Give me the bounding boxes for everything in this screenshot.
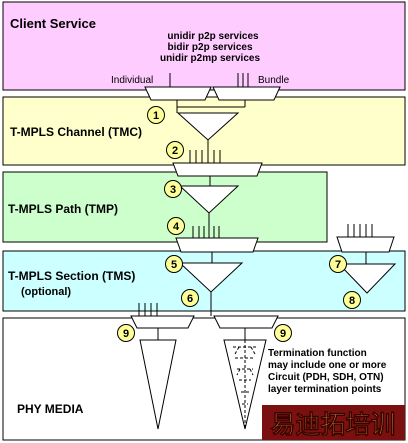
marker-7: 7 [329, 255, 347, 273]
svg-text:2: 2 [172, 145, 178, 157]
svg-text:3: 3 [170, 184, 176, 196]
tmc-tmp-adaptation [172, 150, 263, 186]
client-service-layer [2, 1, 406, 91]
termination-note-line-4: layer termination points [268, 384, 382, 395]
bundle-label: Bundle [258, 75, 290, 86]
termination-note-line-3: Circuit (PDH, SDH, OTN) [268, 372, 384, 383]
marker-8: 8 [343, 291, 361, 309]
marker-4: 4 [167, 217, 185, 235]
tmc-termination [176, 112, 240, 163]
service-unidir-p2mp: unidir p2mp services [160, 53, 260, 64]
tms-termination [178, 262, 244, 316]
termination-note-line-2: may include one or more [268, 360, 387, 371]
marker-9-right: 9 [274, 324, 292, 342]
marker-9-left: 9 [117, 324, 135, 342]
client-service-title: Client Service [10, 16, 96, 31]
phy-termination-right [223, 339, 267, 430]
svg-text:9: 9 [123, 328, 129, 340]
marker-2: 2 [166, 141, 184, 159]
svg-text:6: 6 [187, 293, 193, 305]
tmp-tms-adaptation [175, 226, 259, 263]
watermark-logo: 易迪拓培训 [262, 405, 405, 440]
svg-text:7: 7 [335, 259, 341, 271]
svg-text:9: 9 [280, 328, 286, 340]
tms-title: T-MPLS Section (TMS) [8, 269, 135, 283]
tmp-termination [178, 185, 240, 238]
termination-note-line-1: Termination function [268, 348, 367, 359]
svg-text:5: 5 [171, 259, 177, 271]
service-unidir-p2p: unidir p2p services [167, 31, 259, 42]
marker-3: 3 [164, 180, 182, 198]
tms-subtitle: (optional) [21, 286, 71, 298]
phy-termination-left [139, 339, 177, 430]
tmc-title: T-MPLS Channel (TMC) [10, 125, 142, 139]
marker-5: 5 [165, 255, 183, 273]
physical-adaptation [130, 303, 279, 340]
svg-text:8: 8 [349, 295, 355, 307]
marker-1: 1 [147, 106, 165, 124]
svg-text:1: 1 [153, 110, 159, 122]
marker-6: 6 [181, 289, 199, 307]
client-adaptation [144, 73, 281, 113]
svg-text:4: 4 [173, 221, 180, 233]
watermark-text: 易迪拓培训 [270, 410, 395, 439]
tmp-title: T-MPLS Path (TMP) [8, 202, 118, 216]
service-bidir-p2p: bidir p2p services [167, 42, 252, 53]
individual-label: Individual [111, 75, 153, 86]
tmp-layer [2, 171, 328, 243]
phy-media-title: PHY MEDIA [17, 402, 84, 416]
right-branch [336, 224, 397, 294]
